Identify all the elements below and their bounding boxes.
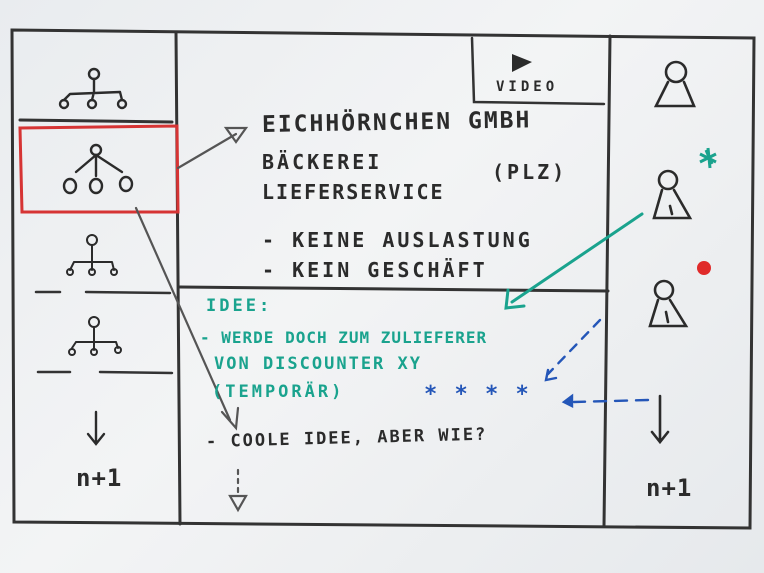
idea-line-1: - WERDE DOCH ZUM ZULIEFERER bbox=[200, 328, 488, 347]
problem-2: - KEIN GESCHÄFT bbox=[262, 258, 488, 282]
green-arrow bbox=[510, 212, 644, 304]
person-icon-3 bbox=[648, 279, 689, 328]
company-type: BÄCKEREI bbox=[262, 150, 383, 174]
tree-icon-2 bbox=[62, 143, 134, 195]
idea-line-3: (TEMPORÄR) bbox=[212, 382, 345, 402]
left-count: n+1 bbox=[76, 464, 123, 492]
play-icon bbox=[512, 54, 532, 72]
service-type: LIEFERSERVICE bbox=[262, 180, 445, 204]
arrow-to-title bbox=[176, 132, 238, 170]
arrow-to-comment bbox=[134, 206, 232, 422]
tree-icon-3 bbox=[66, 234, 118, 276]
blue-arrow-1 bbox=[546, 318, 602, 376]
left-column-divider bbox=[174, 30, 182, 526]
selected-item-frame bbox=[18, 124, 180, 214]
left-down-arrow bbox=[86, 410, 106, 446]
video-label[interactable]: VIDEO bbox=[496, 79, 559, 95]
right-count: n+1 bbox=[646, 474, 693, 502]
tree-icon-1 bbox=[58, 67, 128, 110]
company-title: EICHHÖRNCHEN GMBH bbox=[261, 107, 532, 138]
idea-heading: IDEE: bbox=[206, 296, 273, 316]
outer-frame bbox=[10, 28, 756, 530]
person-icon-1 bbox=[653, 60, 696, 108]
center-divider bbox=[178, 285, 610, 293]
video-box bbox=[470, 36, 606, 106]
right-down-arrow bbox=[650, 394, 670, 445]
blue-stars: * * * * bbox=[424, 382, 531, 407]
tree-icon-4 bbox=[68, 316, 122, 356]
person-icon-2 bbox=[652, 169, 693, 220]
zip-code-tag: (PLZ) bbox=[492, 160, 568, 184]
blue-arrow-2 bbox=[572, 398, 650, 404]
red-dot-icon bbox=[697, 261, 711, 275]
right-column-divider bbox=[602, 34, 612, 528]
idea-line-2: VON DISCOUNTER XY bbox=[214, 354, 422, 374]
green-star-icon bbox=[699, 147, 717, 169]
problem-1: - KEINE AUSLASTUNG bbox=[262, 228, 533, 252]
